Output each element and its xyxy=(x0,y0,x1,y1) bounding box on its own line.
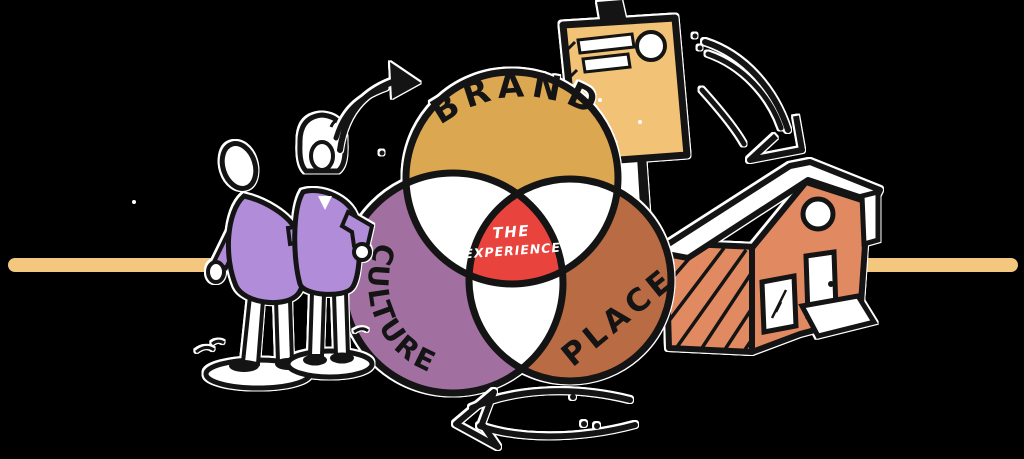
person-right-base xyxy=(285,348,375,380)
door-knob xyxy=(828,281,834,287)
grass-scribbles xyxy=(195,327,369,354)
house-illustration xyxy=(653,159,883,355)
center-experience-label: THE EXPERIENCE xyxy=(464,222,562,262)
person-left-body xyxy=(226,193,307,306)
person-left xyxy=(203,141,363,391)
arrowhead-bottom xyxy=(453,389,501,450)
person-right-legs xyxy=(307,289,351,358)
person-right-collar xyxy=(318,196,332,210)
stray-speck xyxy=(132,200,136,204)
cycle-arrows xyxy=(333,33,805,450)
house-round-window xyxy=(800,196,836,232)
house-right-trim xyxy=(859,188,881,248)
person-left-legs xyxy=(240,293,295,367)
arrow-top-left xyxy=(333,62,421,156)
house-doormat xyxy=(798,293,878,339)
arrow-top-right xyxy=(692,33,805,163)
arrowhead-top-left xyxy=(390,62,421,99)
arrow-bottom xyxy=(453,388,638,450)
window-pen-mark xyxy=(770,289,788,319)
person-right xyxy=(285,112,375,380)
person-left-head xyxy=(219,141,259,191)
sign-text-bars xyxy=(576,32,636,74)
person-left-hand-down xyxy=(206,260,226,284)
people-illustration xyxy=(195,112,375,391)
svg-text:EXPERIENCE: EXPERIENCE xyxy=(464,240,562,262)
sign-circle-mark xyxy=(635,30,667,62)
person-right-hand xyxy=(352,242,372,262)
arrowhead-top-right xyxy=(747,115,805,163)
person-right-face xyxy=(309,140,335,172)
triple-overlap-region xyxy=(469,179,563,284)
person-right-body xyxy=(292,188,362,297)
svg-text:THE: THE xyxy=(492,222,531,243)
person-right-feet xyxy=(303,352,354,366)
